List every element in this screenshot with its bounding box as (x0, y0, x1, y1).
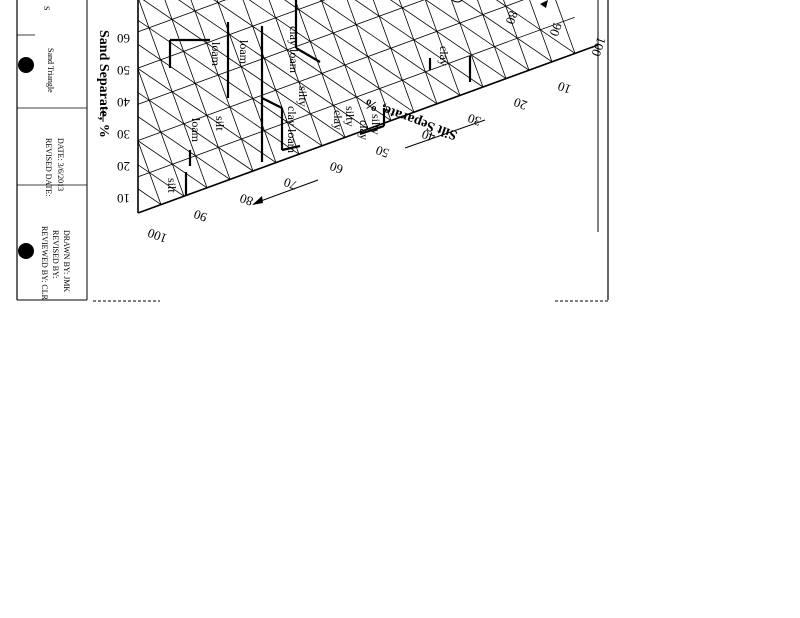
label-loam-upper: loam (209, 42, 223, 67)
revised-by-line: REVISED BY: (51, 230, 60, 278)
grid-line-family-c (138, 0, 277, 163)
label-silty-clay-c: silty (369, 114, 383, 135)
clay-axis: 80 90 100 (451, 0, 610, 58)
sand-tick-20: 20 (117, 159, 130, 174)
drawn-by-line: DRAWN BY: JMK (62, 230, 71, 292)
silt-tick-10: 10 (556, 79, 573, 98)
grid-line-family-c (138, 0, 254, 172)
clay-tick-100: 100 (589, 35, 610, 58)
sand-axis-label: Sand Separate, % (96, 30, 111, 138)
sand-tick-50: 50 (117, 63, 130, 78)
grid-line-family-c (342, 0, 576, 54)
grid-line-family-c (138, 0, 369, 130)
silt-tick-20: 20 (512, 95, 529, 114)
label-silt: silt (213, 116, 227, 131)
label-clay: clay (437, 46, 451, 66)
grid-line-family-c (138, 0, 300, 155)
sand-tick-40: 40 (117, 95, 130, 110)
silt-tick-50: 50 (374, 143, 391, 162)
label-silt-bottom: silt (165, 178, 179, 193)
grid-line-family-c (250, 0, 484, 88)
revised-date-line: REVISED DATE: (44, 138, 53, 196)
triangle-outline (137, 0, 599, 214)
sand-tick-60: 60 (117, 31, 130, 46)
sand-axis: Sand Separate, % 10 20 30 40 50 60 (96, 30, 130, 206)
grid-line-family-a (138, 0, 162, 205)
grid-line-family-c (158, 0, 392, 121)
grid-line-family-b (138, 0, 564, 118)
grid-line-family-a (138, 0, 461, 96)
silt-axis-line (257, 179, 319, 203)
clay-tick-90: 90 (547, 21, 566, 38)
label-silty-clay-a: silty (343, 106, 357, 127)
grid-line-family-c (138, 0, 208, 188)
label-silty-clay-loam: clay loam (285, 106, 299, 154)
grid-line-family-c (138, 0, 162, 205)
grid-line-family-a (138, 0, 185, 197)
grid-line-family-c (138, 0, 185, 197)
texture-class-labels: loam clay loam loam clay silt loam silty… (165, 26, 451, 193)
grid-line-family-c (273, 0, 507, 79)
reviewed-by-line: REVIEWED BY: CLR (40, 226, 49, 301)
silt-tick-30: 30 (466, 111, 483, 130)
date-line: DATE: 3/6/2013 (56, 138, 65, 191)
grid-line-family-c (138, 0, 346, 138)
grid-line-family-c (138, 0, 323, 146)
clay-axis-arrowhead (540, 0, 548, 8)
grid-line-family-a (138, 0, 231, 180)
grid-line-family-a (138, 0, 553, 63)
grid-line-family-c (181, 0, 415, 113)
grid-line-family-c (138, 0, 231, 180)
grid-line-family-a (138, 0, 438, 105)
grid-line-family-a (138, 0, 369, 130)
silt-tick-40: 40 (420, 127, 437, 146)
label-silt-loam: loam (189, 118, 203, 143)
sand-tick-10: 10 (117, 191, 130, 206)
label-silty-clay-d: clay (357, 120, 371, 140)
title-block: S Sand Triangle DATE: 3/6/2013 REVISED D… (18, 6, 71, 301)
grid-line-family-b (138, 0, 541, 54)
punch-hole-top (18, 57, 34, 73)
drawing-title: Sand Triangle (46, 48, 55, 93)
triangle-grid (138, 0, 587, 205)
label-loam: loam (237, 40, 251, 65)
grid-line-family-a (138, 0, 300, 155)
label-silty: silty (296, 86, 310, 107)
grid-line-family-a (138, 0, 484, 88)
grid-line-family-a (138, 0, 323, 147)
label-clay-loam: clay loam (287, 26, 301, 74)
class-boundaries (168, 0, 472, 196)
silt-axis-arrowhead (252, 196, 263, 205)
grid-line-family-a (138, 0, 346, 138)
clay-tick-80: 80 (503, 9, 522, 26)
drawing-frame (16, 0, 609, 302)
title-block-top-fragment: S (42, 6, 51, 10)
silt-tick-80: 80 (238, 191, 255, 210)
grid-line-family-a (138, 0, 254, 172)
silt-tick-60: 60 (328, 159, 345, 178)
clay-axis-arc (451, 0, 463, 3)
silt-axis-line-right (404, 119, 486, 149)
label-silty-clay-b: clay (331, 110, 345, 130)
silt-tick-90: 90 (192, 207, 209, 226)
grid-line-family-a (138, 0, 392, 121)
grid-line-family-a (138, 0, 277, 163)
grid-line-family-a (138, 0, 415, 113)
silt-tick-100: 100 (146, 226, 169, 247)
punch-hole-bottom (18, 243, 34, 259)
sand-tick-30: 30 (117, 127, 130, 142)
